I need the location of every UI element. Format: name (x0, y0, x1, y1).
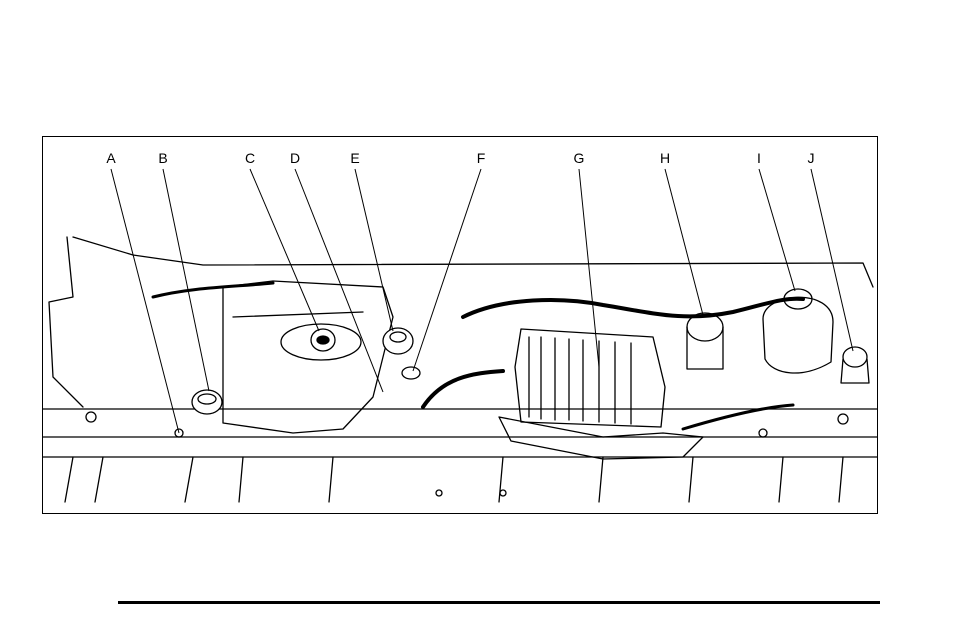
callout-label-a: A (106, 151, 115, 165)
callout-label-j: J (808, 151, 815, 165)
callout-label-c: C (245, 151, 255, 165)
callout-label-d: D (290, 151, 300, 165)
callout-label-h: H (660, 151, 670, 165)
callout-label-i: I (757, 151, 761, 165)
callout-label-f: F (477, 151, 486, 165)
footer-rule (118, 601, 880, 604)
engine-illustration (43, 137, 878, 514)
engine-compartment-figure: A B C D E F G H I J (42, 136, 878, 514)
callout-label-b: B (158, 151, 167, 165)
callout-label-e: E (350, 151, 359, 165)
callout-label-g: G (574, 151, 585, 165)
